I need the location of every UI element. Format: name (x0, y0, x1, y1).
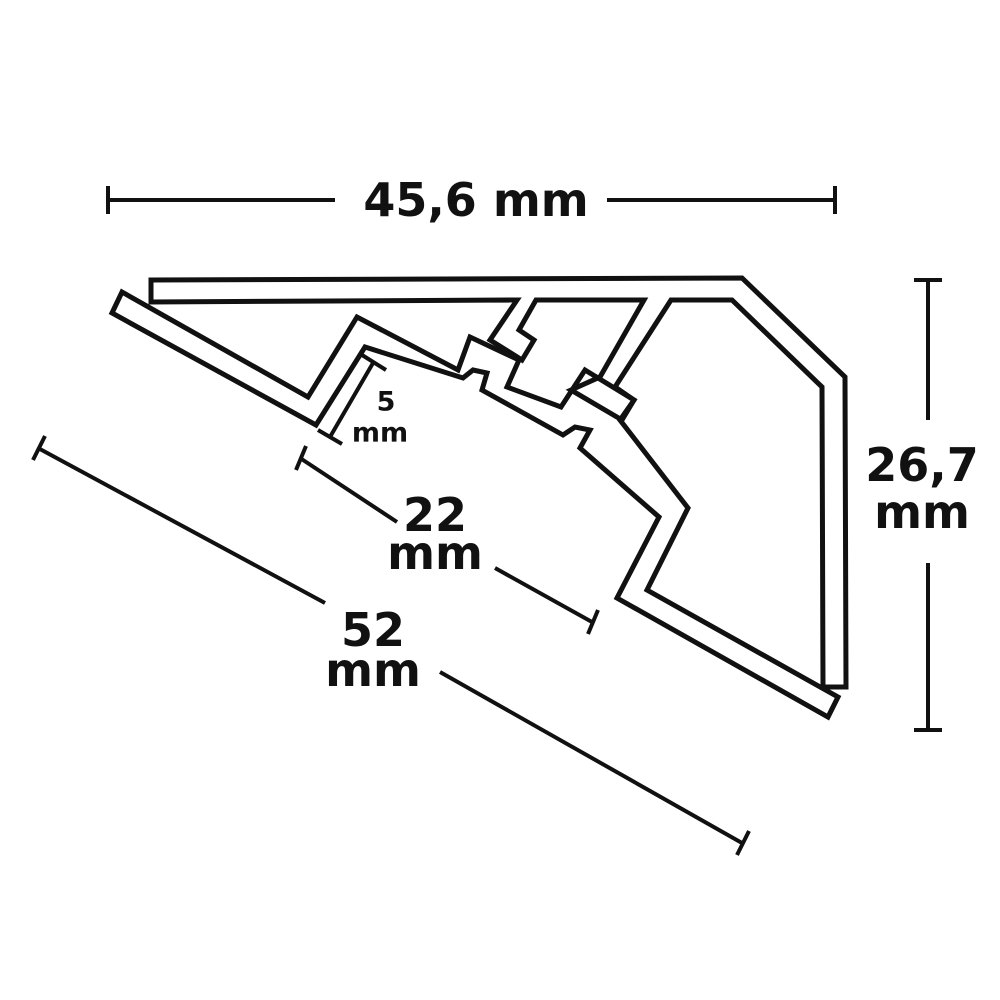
dimension-line-groove-depth (316, 353, 388, 446)
groove-depth-dimension-unit: mm (351, 417, 409, 449)
height-dimension-value: 26,7 (865, 438, 979, 492)
dimension-line-inner-width (294, 445, 600, 635)
dimension-line-height (914, 278, 942, 732)
groove-depth-dimension-value: 5 (376, 386, 396, 418)
diagonal-dimension-unit: mm (325, 643, 421, 697)
dimension-line-diagonal (31, 435, 751, 856)
profile-top-piece (148, 275, 849, 690)
diagonal-dimension-value: 52 (340, 603, 406, 657)
profile-bottom-piece (108, 288, 842, 721)
inner-width-dimension-value: 22 (402, 488, 468, 542)
inner-width-dimension-unit: mm (387, 526, 483, 580)
width-dimension-label: 45,6 mm (363, 173, 589, 227)
dimension-line-width (106, 186, 837, 214)
height-dimension-unit: mm (874, 485, 970, 539)
